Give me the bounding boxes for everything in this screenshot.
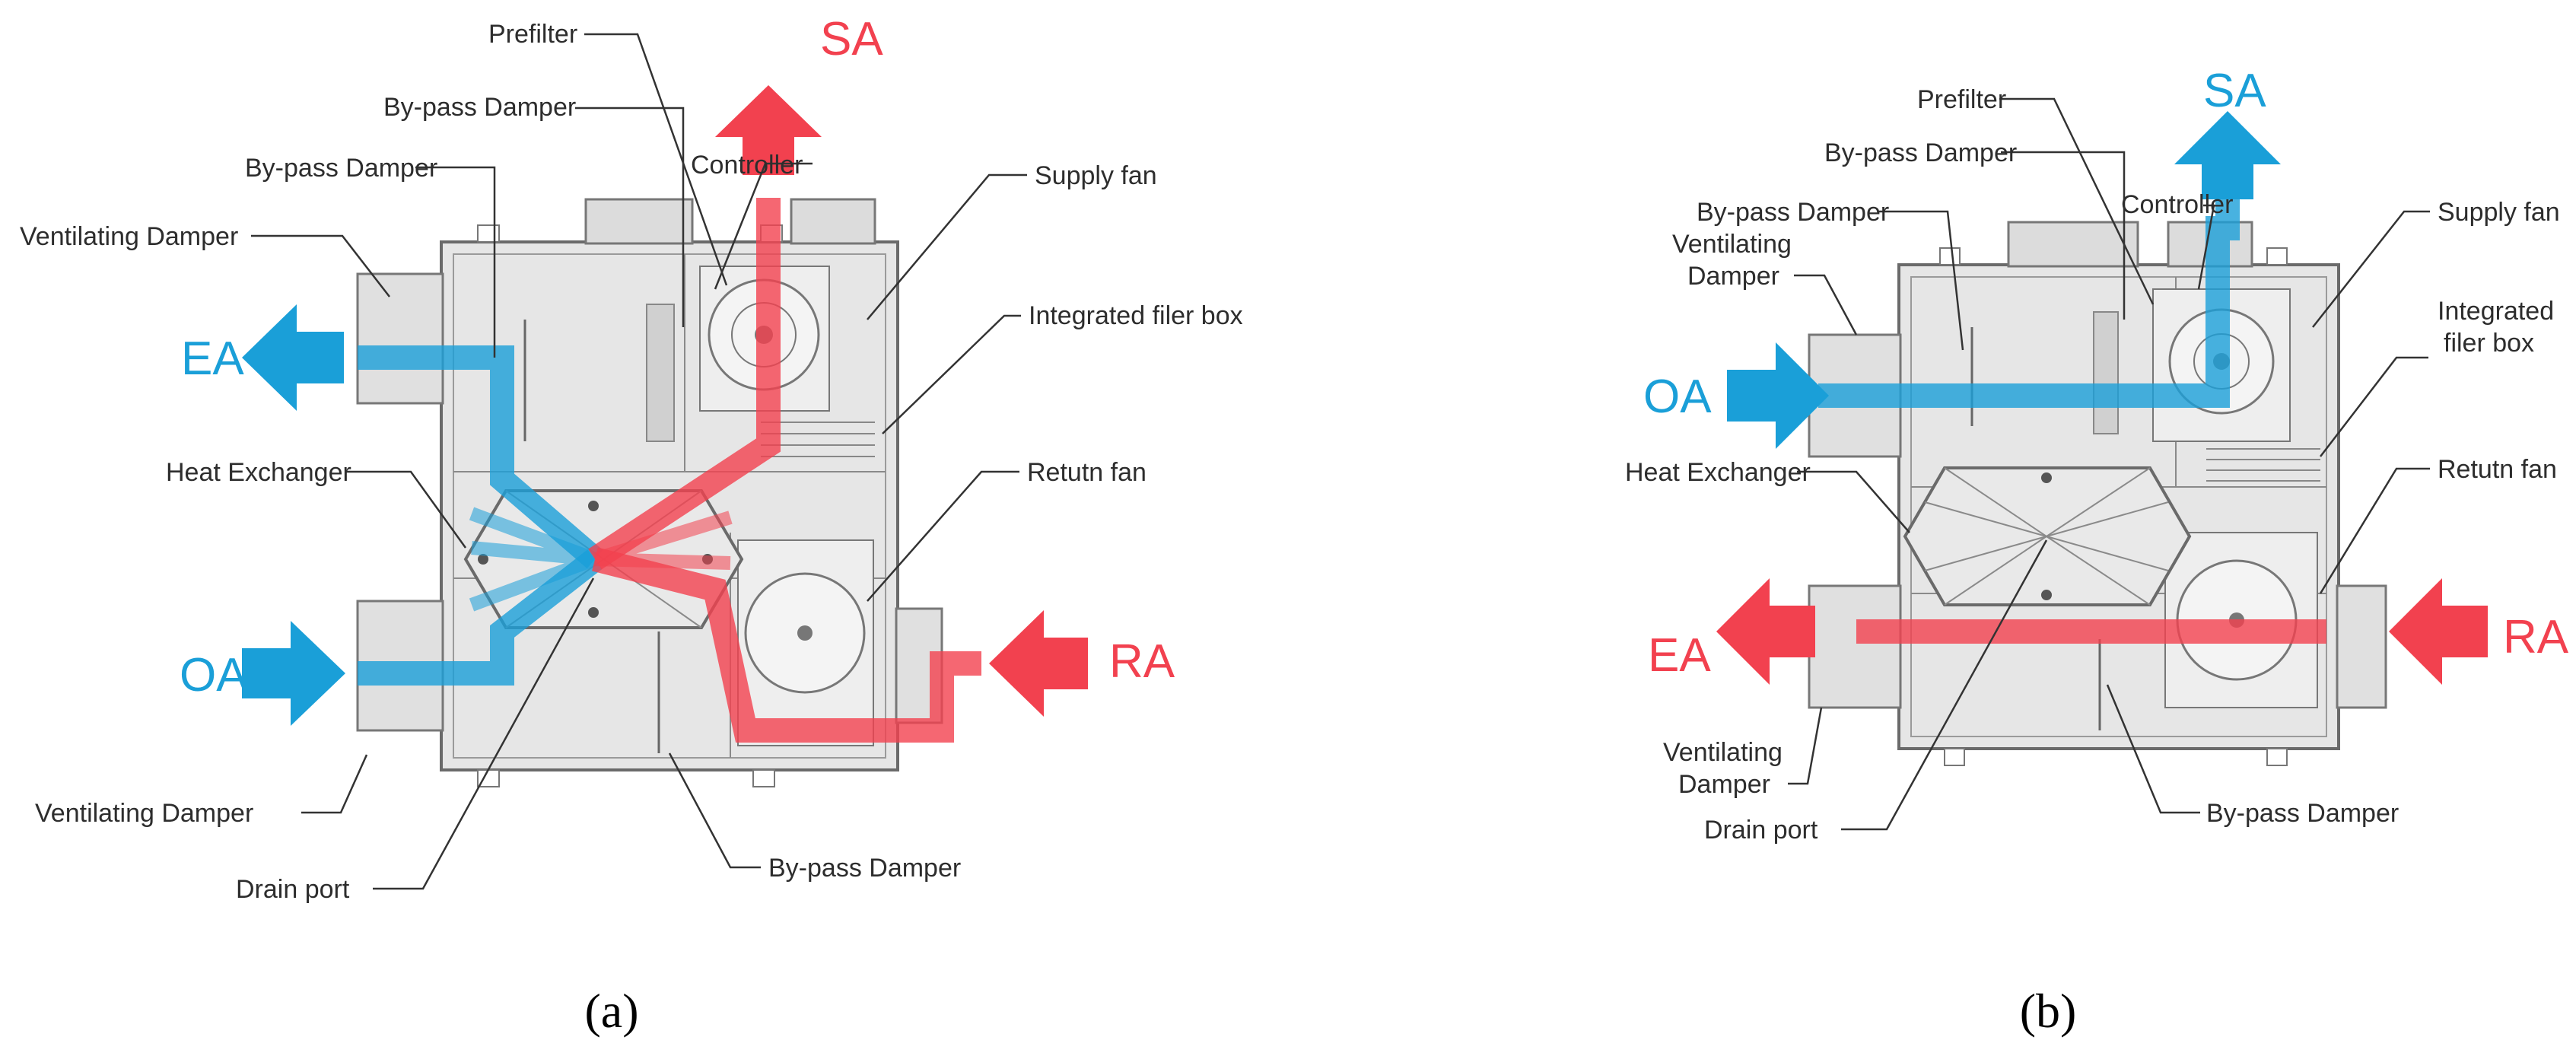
arrow-sa-a (715, 85, 822, 175)
panel-a: EA OA SA RA Prefilter By-pass Damper By-… (20, 13, 1243, 1038)
airflow-blue-b (1818, 190, 2240, 408)
label-prefilter-a: Prefilter (488, 20, 577, 49)
label-ventilating-damper-bottom-b-line2: Damper (1678, 770, 1770, 799)
label-integrated-filter-box-b-line1: Integrated (2438, 297, 2554, 326)
stream-label-ra-a: RA (1109, 635, 1175, 688)
label-prefilter-b: Prefilter (1917, 85, 2006, 114)
label-controller-b: Controller (2121, 190, 2233, 219)
arrow-sa-b (2174, 111, 2281, 199)
label-ventilating-damper-top-a: Ventilating Damper (20, 222, 238, 251)
label-ventilating-damper-bottom-b-line1: Ventilating (1663, 738, 1783, 767)
return-fan-a (737, 539, 874, 746)
label-supply-fan-a: Supply fan (1035, 161, 1157, 190)
stream-label-ra-b: RA (2503, 611, 2569, 663)
stream-label-ea-a: EA (181, 332, 244, 385)
label-heat-exchanger-a: Heat Exchanger (166, 458, 351, 487)
label-supply-fan-b: Supply fan (2438, 198, 2560, 227)
stream-label-sa-a: SA (820, 13, 883, 65)
panel-b: OA SA EA RA Prefilter By-pass Damper By-… (1625, 65, 2569, 1038)
label-bypass-damper-bottom-b: By-pass Damper (2206, 799, 2399, 828)
label-drain-port-a: Drain port (236, 875, 350, 904)
label-heat-exchanger-b: Heat Exchanger (1625, 458, 1811, 487)
label-ventilating-damper-bottom-a: Ventilating Damper (35, 799, 253, 828)
stream-label-oa-b: OA (1643, 371, 1712, 423)
label-bypass-damper-top-right-b: By-pass Damper (1824, 138, 2017, 167)
stream-label-ea-b: EA (1648, 629, 1711, 682)
label-return-fan-b: Retutn fan (2438, 455, 2557, 484)
label-ventilating-damper-top-b-line1: Ventilating (1672, 230, 1792, 259)
arrow-ra-a (989, 610, 1088, 717)
label-bypass-damper-top-left-a: By-pass Damper (245, 154, 437, 183)
label-return-fan-a: Retutn fan (1027, 458, 1146, 487)
arrow-ea-a (242, 304, 344, 411)
label-controller-a: Controller (691, 151, 803, 180)
caption-a: (a) (584, 984, 638, 1038)
leader-lines-a (251, 33, 1027, 890)
caption-b: (b) (2020, 984, 2077, 1038)
label-bypass-damper-top-right-a: By-pass Damper (383, 93, 576, 122)
airflow-blue-a (358, 345, 603, 686)
label-integrated-filter-box-a: Integrated filer box (1029, 301, 1243, 330)
leader-lines-b (1788, 97, 2430, 831)
arrow-ea-b (1716, 578, 1815, 685)
label-drain-port-b: Drain port (1704, 816, 1818, 845)
arrow-oa-b (1727, 342, 1829, 449)
arrow-ra-b (2389, 578, 2488, 685)
arrow-oa-a (242, 621, 345, 726)
heat-exchanger-b (1903, 466, 2192, 606)
label-bypass-damper-top-left-b: By-pass Damper (1697, 198, 1889, 227)
label-integrated-filter-box-b-line2: filer box (2444, 329, 2534, 358)
airflow-red-a (588, 198, 981, 743)
label-ventilating-damper-top-b-line2: Damper (1687, 262, 1779, 291)
stream-label-oa-a: OA (180, 649, 248, 701)
label-bypass-damper-bottom-a: By-pass Damper (768, 854, 961, 883)
stream-label-sa-b: SA (2203, 65, 2266, 117)
